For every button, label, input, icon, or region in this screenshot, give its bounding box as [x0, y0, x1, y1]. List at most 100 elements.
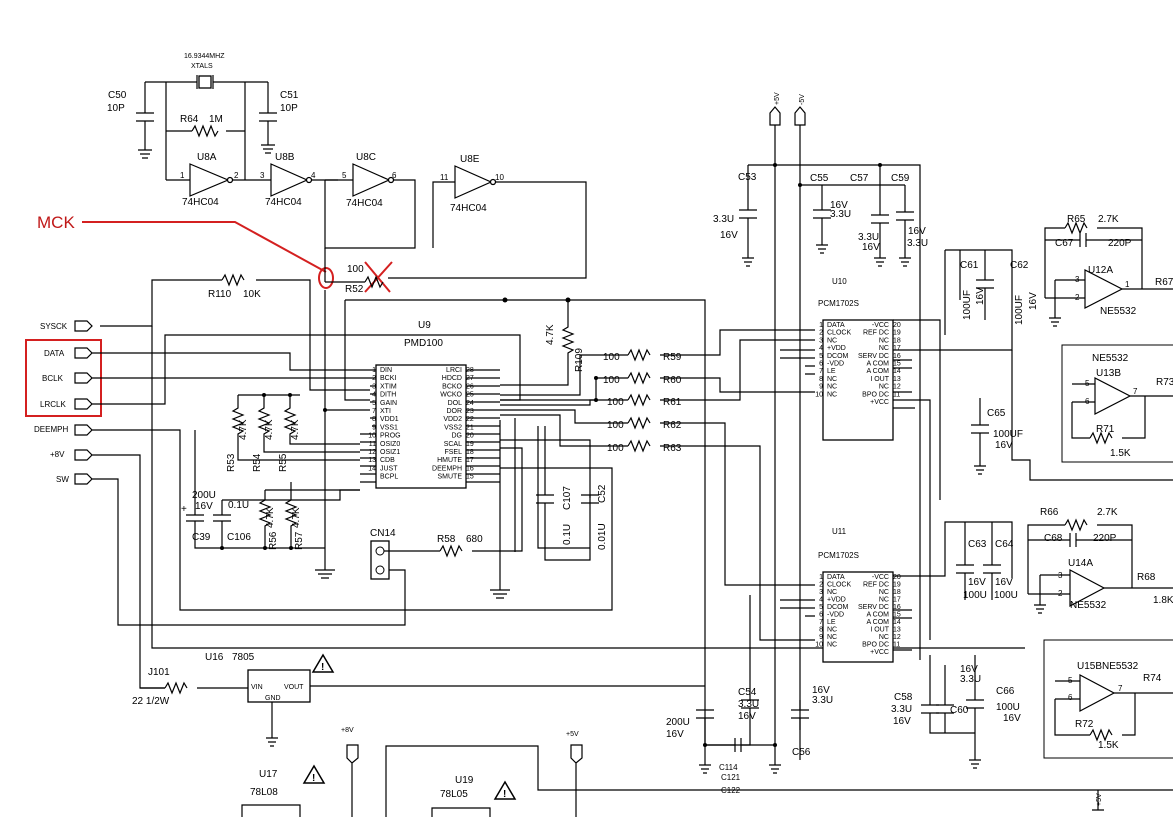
u10pins-pin-name: +VDD: [827, 345, 846, 352]
u10pins-pin-num: 12: [893, 384, 901, 391]
u8b-label: U8B: [275, 152, 295, 163]
u10pins-pin-num: 5: [819, 353, 823, 360]
r58-label: R58: [437, 534, 456, 545]
u10pins-pin-num: 10: [815, 391, 823, 398]
u9pins-pin-name: PROG: [380, 433, 401, 440]
u16-label: U16: [205, 652, 224, 663]
u11pins-pin-num: 17: [893, 597, 901, 604]
r56-value: 4.7K: [265, 507, 276, 528]
u9pins-pin-num: 14: [368, 465, 376, 472]
c59-value1: 16V: [908, 226, 926, 237]
connector-sysck[interactable]: SYSCK: [40, 320, 93, 332]
u13b-label: U13B: [1096, 368, 1121, 379]
u9pins-pin-name: XTI: [380, 408, 391, 415]
c107-value: 0.1U: [562, 524, 573, 545]
u11pins-pin-name: A COM: [866, 619, 889, 626]
u10pins-pin-name: SERV DC: [858, 353, 889, 360]
u11pins-pin-name: I OUT: [870, 627, 889, 634]
u9pins-pin-num: 5: [372, 400, 376, 407]
u10pins-pin-name: A COM: [866, 361, 889, 368]
c66-value1: 100U: [996, 702, 1020, 713]
u16-vin: VIN: [251, 684, 263, 691]
u10pins-pin-name: DATA: [827, 322, 845, 329]
connector-deemph[interactable]: DEEMPH: [34, 424, 613, 611]
u9pins-pin-name: HDCD: [442, 375, 462, 382]
r54-label: R54: [252, 453, 263, 472]
u9pins-pin-num: 20: [466, 433, 474, 440]
u9-part: PMD100: [404, 338, 443, 349]
c60-value1: 16V: [960, 664, 978, 675]
u11pins-pin-num: 16: [893, 604, 901, 611]
u11pins-pin-name: NC: [827, 634, 837, 641]
c39-value2: 16V: [195, 501, 213, 512]
u11pins-pin-name: +VDD: [827, 597, 846, 604]
cn14-label: CN14: [370, 528, 396, 539]
c106-value: 0.1U: [228, 500, 249, 511]
u11pins-pin-name: REF DC: [863, 582, 889, 589]
p5v-bottom-label: +5V: [566, 731, 579, 738]
u9pins-pin-name: BCKI: [380, 375, 396, 382]
r74-label: R74: [1143, 673, 1162, 684]
crystal-name-label: XTALS: [191, 63, 213, 70]
svg-text:BCLK: BCLK: [42, 374, 64, 383]
r64-label: R64: [180, 114, 199, 125]
u10pins-pin-name: NC: [827, 384, 837, 391]
u9pins-pin-num: 9: [372, 424, 376, 431]
c66-label: C66: [996, 686, 1015, 697]
u9pins-pin-num: 8: [372, 416, 376, 423]
c56x-value1: 16V: [812, 685, 830, 696]
svg-text:DATA: DATA: [44, 349, 65, 358]
connector-sw[interactable]: SW: [56, 473, 406, 626]
u9-label: U9: [418, 320, 431, 331]
u9pins-pin-name: OSIZ1: [380, 449, 400, 456]
c56x-value2: 3.3U: [812, 695, 833, 706]
u11pins-pin-num: 7: [819, 619, 823, 626]
c58-value1: 3.3U: [891, 704, 912, 715]
u10pins-pin-name: CLOCK: [827, 330, 851, 337]
u16-vout: VOUT: [284, 684, 304, 691]
c107-label: C107: [562, 486, 573, 510]
u11pins-pin-name: DATA: [827, 574, 845, 581]
connector-8v[interactable]: +8V: [50, 449, 165, 689]
u11pins-pin-name: -VCC: [872, 574, 889, 581]
u11pins-pin-num: 13: [893, 627, 901, 634]
mck-annotation: MCK: [37, 213, 393, 293]
c59-value2: 3.3U: [907, 238, 928, 249]
u8c-part: 74HC04: [346, 198, 383, 209]
r61-label: R61: [663, 397, 682, 408]
warning-icon: !: [311, 653, 335, 673]
u9pins-pin-name: DITH: [380, 392, 396, 399]
c63-value1: 16V: [968, 577, 986, 588]
u17-label: U17: [259, 769, 278, 780]
u10pins-pin-name: DCOM: [827, 353, 849, 360]
p8v-label: +8V: [341, 727, 354, 734]
c106-label: C106: [227, 532, 251, 543]
svg-text:11: 11: [440, 173, 449, 182]
u9pins-pin-num: 17: [466, 457, 474, 464]
u11pins-pin-num: 5: [819, 604, 823, 611]
u11pins-pin-num: 12: [893, 634, 901, 641]
u8b-part: 74HC04: [265, 197, 302, 208]
u11pins-pin-num: 8: [819, 627, 823, 634]
u9pins-pin-name: DOR: [446, 408, 462, 415]
u11pins-pin-num: 18: [893, 589, 901, 596]
r72-value: 1.5K: [1098, 740, 1119, 751]
c121-label: C121: [721, 773, 741, 782]
u10pins-pin-num: 16: [893, 353, 901, 360]
u10pins-pin-num: 8: [819, 376, 823, 383]
r66-value: 2.7K: [1097, 507, 1118, 518]
u10pins-pin-num: 14: [893, 368, 901, 375]
connector-bclk[interactable]: BCLK: [42, 372, 370, 384]
connector-data[interactable]: DATA: [44, 347, 370, 371]
c61-value1: 100UF: [962, 290, 973, 320]
u10-label: U10: [832, 277, 847, 286]
u9pins-pin-name: DIN: [380, 367, 392, 374]
u10pins-pin-num: 11: [893, 391, 900, 398]
warning-icon: !: [493, 780, 517, 800]
p5v-label: +5V: [774, 92, 781, 105]
c60-value2: 3.3U: [960, 674, 981, 685]
series-resistors: 100 100 100 100 100 R59 R60 R61 R62 R63: [500, 329, 815, 641]
u10-part: PCM1702S: [818, 299, 859, 308]
u9pins-pin-num: 21: [466, 424, 474, 431]
